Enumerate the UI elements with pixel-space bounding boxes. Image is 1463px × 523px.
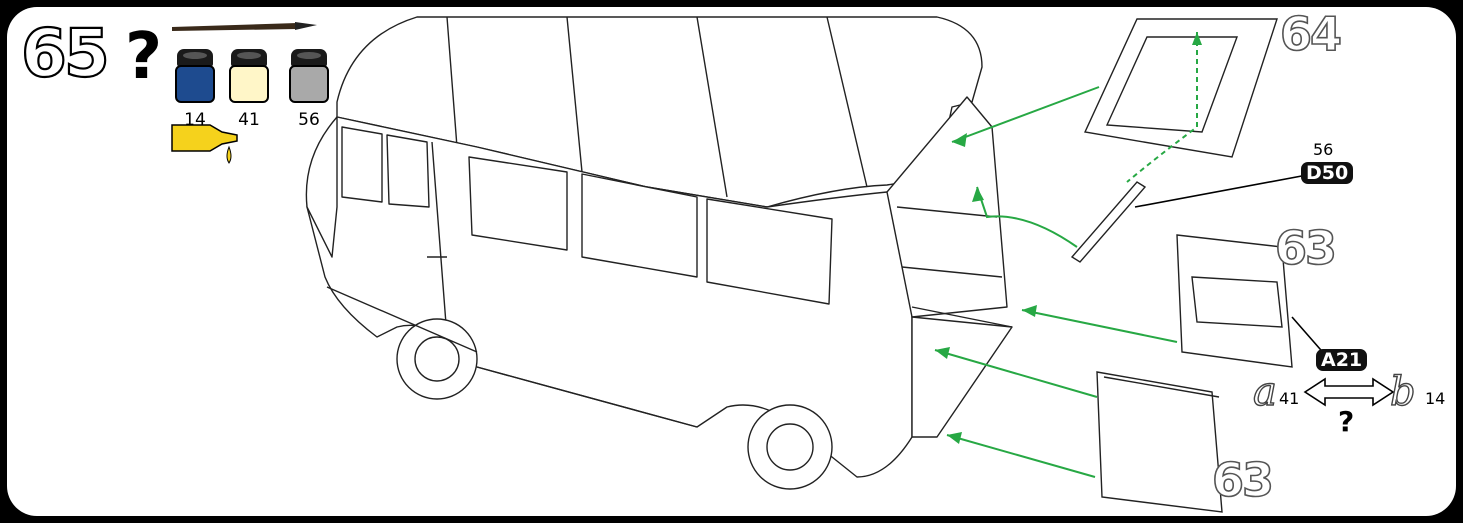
instruction-panel: 65 ? 14 41 56 64 63 63 56 D50 A21 a 41 b… (7, 7, 1456, 516)
step-question-mark: ? (125, 25, 162, 89)
van-front (306, 117, 337, 257)
d50-badge: D50 (1301, 162, 1353, 184)
paint-jar-icon (229, 49, 269, 103)
van-window-door (387, 135, 429, 207)
a21-badge: A21 (1316, 349, 1367, 371)
d50-paint-code: 56 (1313, 140, 1333, 159)
step-number: 65 (21, 21, 107, 87)
van-window-front (342, 127, 382, 202)
paintbrush-icon (172, 22, 317, 31)
part-number-63-top: 63 (1275, 225, 1335, 271)
option-question-mark: ? (1338, 405, 1354, 438)
swap-arrow (1305, 379, 1393, 405)
part-number-63-bottom: 63 (1212, 457, 1272, 503)
arrow-panel (1022, 310, 1177, 342)
part-number-64: 64 (1280, 11, 1340, 57)
option-b-paint: 14 (1425, 389, 1445, 408)
option-a-label: a (1253, 372, 1277, 412)
paint-code: 56 (287, 110, 331, 130)
van-floor (912, 317, 1012, 437)
glue-tube-icon (172, 125, 237, 163)
van-window-1 (469, 157, 567, 250)
option-a-paint: 41 (1279, 389, 1299, 408)
assembly-diagram (7, 7, 1456, 516)
arrow-door-bottom (947, 435, 1095, 477)
paint-jar-icon (175, 49, 215, 103)
leader-d50 (1135, 175, 1307, 207)
paint-code: 14 (173, 110, 217, 130)
paint-code: 41 (227, 110, 271, 130)
paint-jar-icon (289, 49, 329, 103)
part-d50-strip (1072, 182, 1145, 262)
part-63-door (1097, 372, 1222, 512)
option-b-label: b (1390, 372, 1416, 412)
